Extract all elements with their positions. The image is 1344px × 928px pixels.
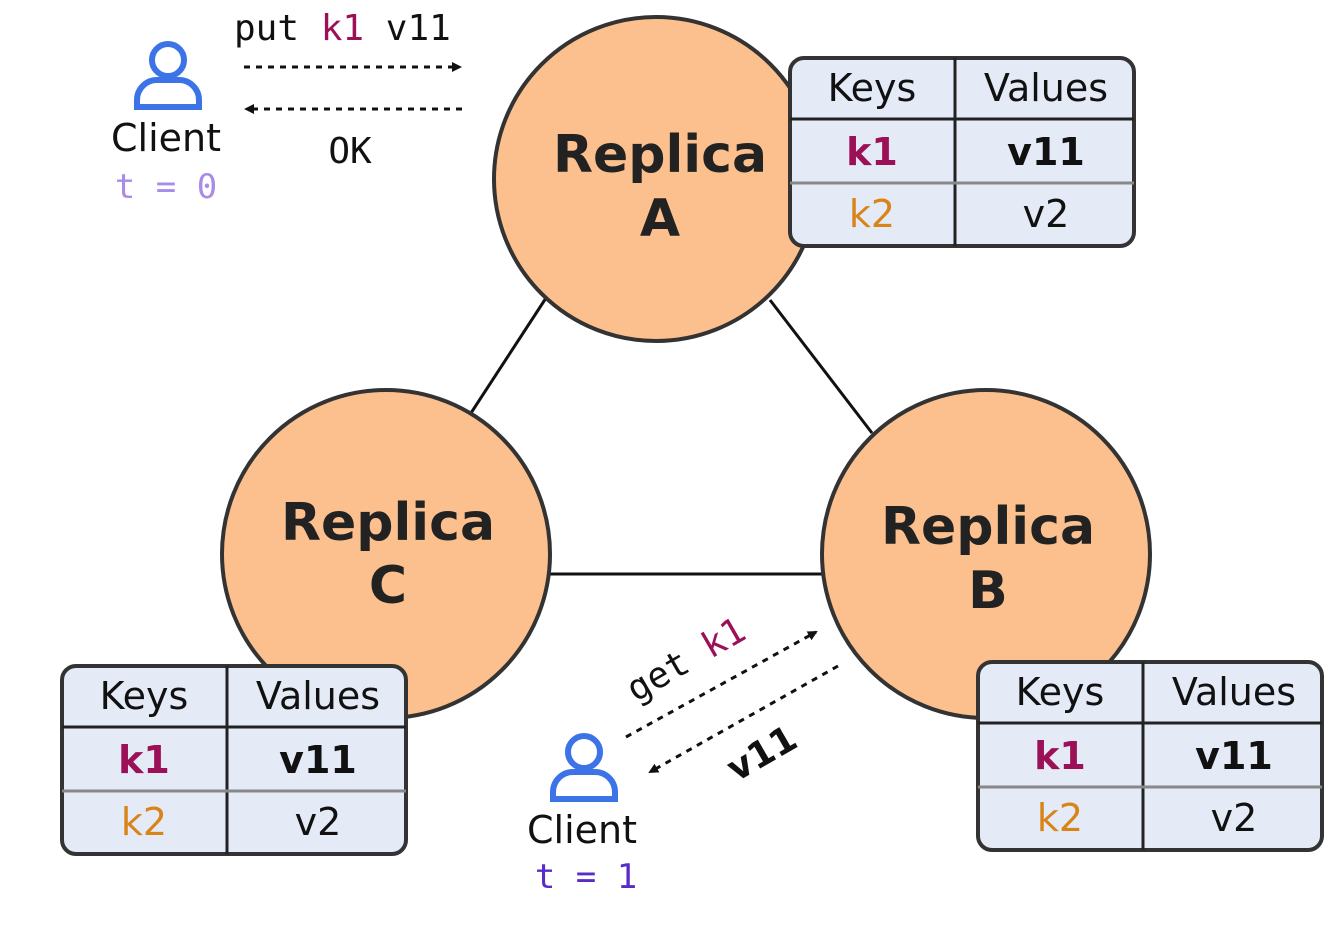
get-key: k1 [695, 610, 753, 667]
client-top: Client t = 0 put k1 v11 OK [111, 8, 462, 207]
replica-a-title: Replica [553, 125, 767, 185]
table-replica-b: Keys Values k1 v11 k2 v2 [976, 660, 1324, 852]
link-a-b [768, 299, 874, 434]
table-c-key-k2: k2 [121, 800, 167, 844]
table-b-key-k1: k1 [1034, 734, 1086, 778]
table-b-header-keys: Keys [1016, 670, 1105, 714]
person-icon [134, 41, 202, 110]
v11-response-label: v11 [720, 718, 804, 790]
table-a-header-values: Values [984, 66, 1108, 110]
ok-response-label: OK [328, 131, 372, 172]
table-a-value-v2: v2 [1023, 192, 1070, 236]
table-b-header-values: Values [1172, 670, 1296, 714]
table-c-header-keys: Keys [100, 674, 189, 718]
link-a-c [469, 297, 548, 414]
replica-c: Replica C [220, 388, 552, 720]
table-c-header-values: Values [256, 674, 380, 718]
put-verb: put [234, 8, 299, 49]
table-b-value-v11: v11 [1195, 734, 1273, 778]
client-top-label: Client [111, 116, 221, 160]
replica-c-title: Replica [281, 493, 495, 553]
table-a-key-k1: k1 [846, 130, 898, 174]
table-c-frame [60, 664, 408, 856]
table-b-frame [976, 660, 1324, 852]
table-c-value-v11: v11 [279, 738, 357, 782]
get-request-label: get k1 [620, 610, 753, 711]
table-b-key-k2: k2 [1037, 796, 1083, 840]
table-a-frame [788, 56, 1136, 248]
replica-a: Replica A [492, 15, 820, 343]
get-verb: get [620, 642, 697, 710]
replica-a-letter: A [640, 189, 680, 249]
client-bottom-time: t = 1 [535, 857, 637, 897]
put-request-label: put k1 v11 [234, 8, 451, 49]
replica-b-letter: B [968, 561, 1008, 621]
table-a-value-v11: v11 [1007, 130, 1085, 174]
table-c-value-v2: v2 [295, 800, 342, 844]
table-b-value-v2: v2 [1211, 796, 1258, 840]
get-request-arrow [625, 630, 818, 739]
put-key: k1 [321, 8, 364, 49]
table-replica-c: Keys Values k1 v11 k2 v2 [60, 664, 408, 856]
put-value: v11 [386, 8, 451, 49]
table-c-key-k1: k1 [118, 738, 170, 782]
replica-b: Replica B [820, 388, 1152, 720]
client-top-time: t = 0 [115, 167, 217, 207]
person-icon [550, 733, 618, 802]
client-bottom-label: Client [527, 808, 637, 852]
table-replica-a: Keys Values k1 v11 k2 v2 [788, 56, 1136, 248]
table-a-header-keys: Keys [828, 66, 917, 110]
replica-b-title: Replica [881, 497, 1095, 557]
client-bottom: Client t = 1 get k1 v11 [527, 610, 839, 897]
table-a-key-k2: k2 [849, 192, 895, 236]
replica-c-letter: C [369, 556, 407, 616]
